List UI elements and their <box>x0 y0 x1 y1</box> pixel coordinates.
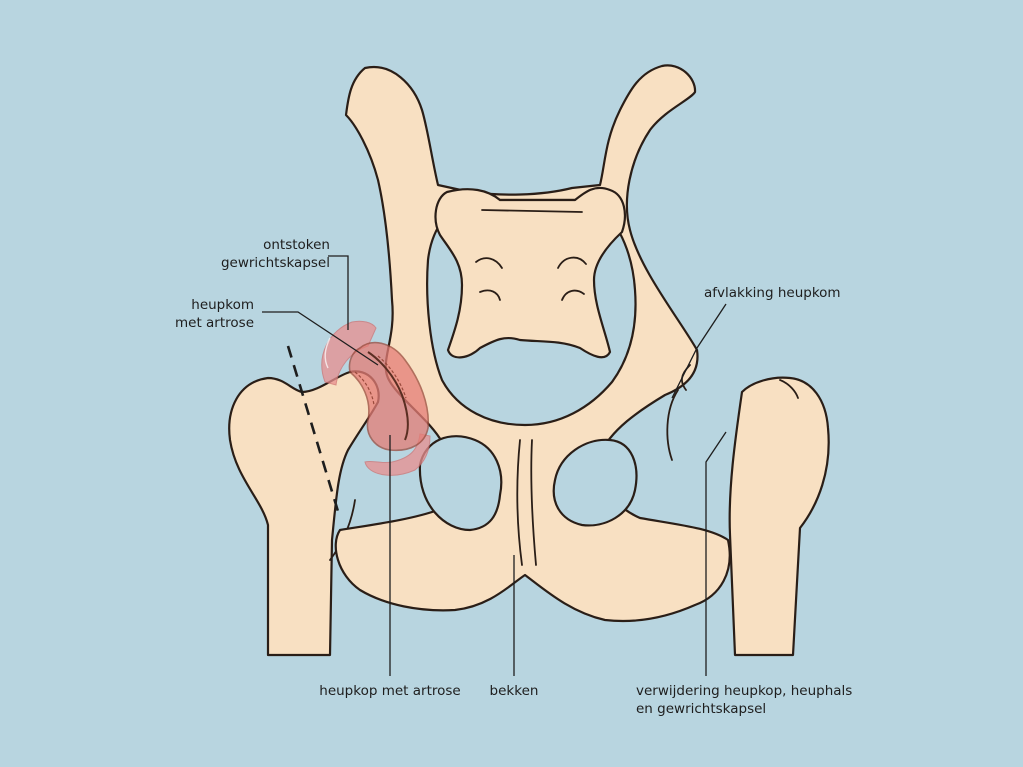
sacrum <box>434 186 626 359</box>
label-socket-arthrosis-line2: met artrose <box>174 315 254 331</box>
label-inflamed-capsule: ontstoken gewrichtskapsel <box>190 236 330 272</box>
right-femur <box>728 376 830 657</box>
leader-lines <box>262 255 727 676</box>
label-socket-flattening: afvlakking heupkom <box>704 284 841 302</box>
label-pelvis-text: bekken <box>489 683 539 699</box>
label-inflamed-capsule-line1: ontstoken <box>263 237 330 253</box>
label-inflamed-capsule-line2: gewrichtskapsel <box>220 255 330 271</box>
pelvis <box>334 64 731 623</box>
label-removal-line1: verwijdering heupkop, heuphals <box>636 683 853 699</box>
label-socket-arthrosis-line1: heupkom <box>191 297 254 313</box>
label-head-arthrosis-text: heupkop met artrose <box>319 683 461 699</box>
cut-line <box>286 345 342 519</box>
left-femur <box>228 370 380 657</box>
left-obturator-foramen <box>418 435 503 532</box>
label-socket-flattening-text: afvlakking heupkom <box>704 285 841 301</box>
label-pelvis: bekken <box>454 682 574 700</box>
label-removal: verwijdering heupkop, heuphals en gewric… <box>636 682 852 718</box>
label-socket-arthrosis: heupkom met artrose <box>150 296 254 332</box>
label-head-arthrosis: heupkop met artrose <box>262 682 518 700</box>
label-removal-line2: en gewrichtskapsel <box>636 701 767 717</box>
right-obturator-foramen <box>552 438 638 527</box>
